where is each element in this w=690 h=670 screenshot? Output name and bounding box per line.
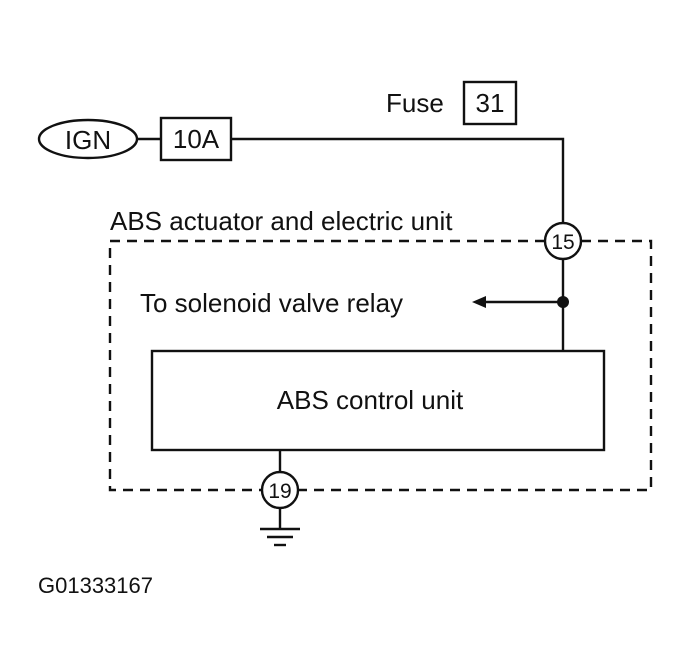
fuse-number: 31	[476, 88, 505, 118]
control-unit-box	[150, 349, 606, 452]
terminal-15-label: 15	[551, 231, 574, 254]
terminal-15	[543, 221, 583, 261]
ign-label: IGN	[65, 125, 111, 155]
fuse-number-box	[462, 80, 518, 126]
control-unit-label: ABS control unit	[277, 385, 464, 415]
fuse-caption: Fuse	[386, 88, 444, 118]
fuse-rating-box	[159, 116, 233, 162]
terminal-19-label: 19	[268, 480, 291, 503]
fuse-rating-label: 10A	[173, 124, 220, 154]
module-title: ABS actuator and electric unit	[110, 206, 453, 236]
arrow-left-icon	[472, 296, 486, 308]
module-boundary-right	[297, 239, 653, 492]
relay-branch-label: To solenoid valve relay	[140, 288, 403, 318]
figure-id: G01333167	[38, 573, 153, 598]
wire-fuse-to-pin15	[231, 137, 565, 227]
ground-icon	[260, 527, 300, 547]
